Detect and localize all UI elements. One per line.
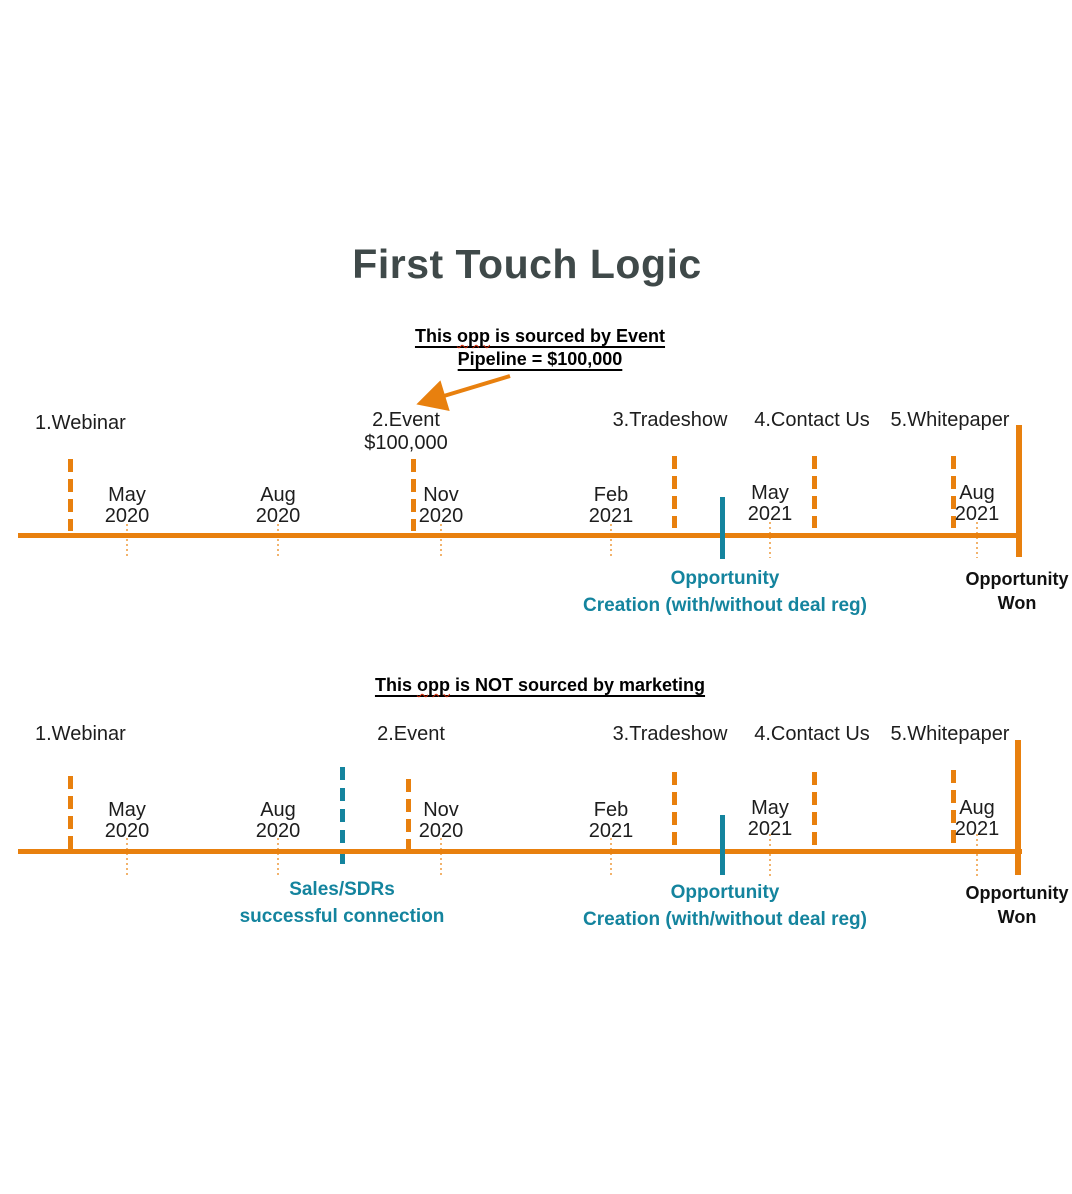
annotation-arrow-icon	[416, 374, 511, 411]
event-pipeline-value: $100,000	[364, 432, 448, 454]
month-tick	[440, 838, 442, 878]
touchpoint-marker-whitepaper	[951, 456, 956, 528]
month-tick	[277, 838, 279, 878]
opportunity-creation-marker	[720, 815, 725, 875]
timeline2-header: This opp is NOT sourced by marketing	[374, 675, 706, 695]
touchpoint-marker-tradeshow	[672, 772, 677, 846]
sales-connection-label: Sales/SDRs successful connection	[239, 879, 445, 927]
touchpoint-label-event: 2.Event	[377, 723, 445, 745]
month-tick	[976, 522, 978, 558]
touchpoint-label-tradeshow: 3.Tradeshow	[612, 723, 728, 745]
month-tick	[440, 524, 442, 558]
month-tick	[769, 834, 771, 878]
touchpoint-marker-event	[411, 459, 416, 531]
opportunity-creation-label: Opportunity Creation (with/without deal …	[583, 882, 867, 930]
sales-connection-marker	[340, 767, 345, 867]
misspelled-word: opp	[456, 326, 490, 346]
opportunity-creation-marker	[720, 497, 725, 559]
opportunity-won-label: Opportunity Won	[965, 883, 1069, 927]
opportunity-creation-label: Opportunity Creation (with/without deal …	[583, 568, 867, 616]
month-tick	[126, 524, 128, 558]
touchpoint-label-whitepaper: 5.Whitepaper	[890, 723, 1010, 745]
touchpoint-label-whitepaper: 5.Whitepaper	[890, 409, 1010, 431]
timeline2-axis	[18, 849, 1022, 854]
timeline1-annotation: This opp is sourced by Event Pipeline = …	[415, 325, 665, 371]
touchpoint-label-webinar: 1.Webinar	[35, 412, 126, 434]
annotation-line-2: Pipeline = $100,000	[457, 349, 623, 369]
timeline1-axis	[18, 533, 1022, 538]
touchpoint-label-webinar: 1.Webinar	[35, 723, 126, 745]
month-tick	[126, 838, 128, 878]
month-tick	[610, 524, 612, 558]
opportunity-won-label: Opportunity Won	[965, 569, 1069, 613]
touchpoint-label-event: 2.Event $100,000	[364, 409, 448, 454]
touchpoint-label-contact-us: 4.Contact Us	[754, 723, 870, 745]
opportunity-won-marker	[1015, 740, 1021, 875]
touchpoint-label-contact-us: 4.Contact Us	[754, 409, 870, 431]
slide-title: First Touch Logic	[352, 241, 702, 287]
opportunity-won-marker	[1016, 425, 1022, 557]
touchpoint-marker-webinar	[68, 459, 73, 531]
touchpoint-marker-contact-us	[812, 772, 817, 846]
month-tick	[277, 524, 279, 558]
month-tick	[610, 838, 612, 878]
touchpoint-marker-tradeshow	[672, 456, 677, 528]
touchpoint-marker-contact-us	[812, 456, 817, 528]
annotation-line-1: This opp is sourced by Event	[414, 326, 666, 346]
touchpoint-marker-event	[406, 779, 411, 850]
month-tick	[976, 834, 978, 878]
touchpoint-marker-webinar	[68, 776, 73, 850]
touchpoint-label-tradeshow: 3.Tradeshow	[612, 409, 728, 431]
touchpoint-marker-whitepaper	[951, 770, 956, 844]
misspelled-word: opp	[416, 675, 450, 695]
month-tick	[769, 522, 771, 558]
